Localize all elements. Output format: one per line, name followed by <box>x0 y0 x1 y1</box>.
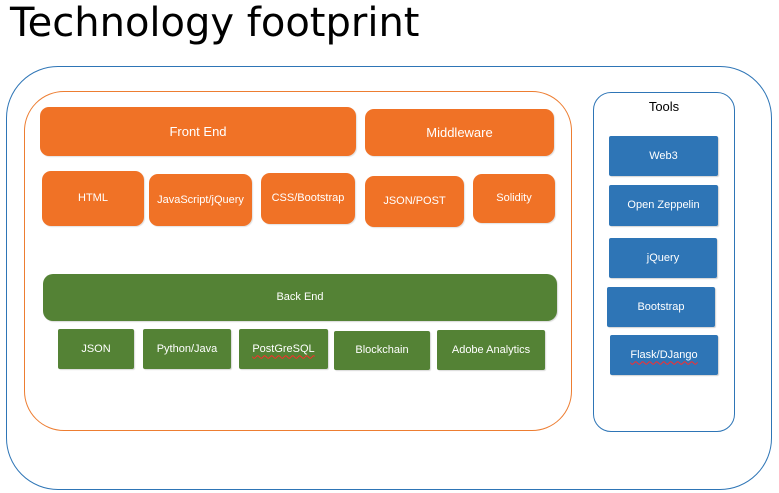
page-title: Technology footprint <box>10 0 420 46</box>
tools-panel <box>593 92 735 432</box>
tool-item-bootstrap: Bootstrap <box>607 287 715 327</box>
back-end-item-blockchain: Blockchain <box>334 331 430 370</box>
front-end-item-html: HTML <box>42 171 144 226</box>
tool-item-open-zeppelin: Open Zeppelin <box>609 185 718 226</box>
back-end-item-python-java: Python/Java <box>143 329 231 369</box>
back-end-header: Back End <box>43 274 557 321</box>
tool-item-web3: Web3 <box>609 136 718 176</box>
tool-item-flask-django: Flask/DJango <box>610 335 718 375</box>
middleware-item-solidity: Solidity <box>473 174 555 223</box>
front-end-header: Front End <box>40 107 356 156</box>
tool-item-jquery: jQuery <box>609 238 717 278</box>
back-end-item-adobe-analytics: Adobe Analytics <box>437 330 545 370</box>
front-end-item-css: CSS/Bootstrap <box>261 173 355 224</box>
stack-container <box>24 91 572 431</box>
technology-container <box>6 66 772 490</box>
back-end-item-postgresql-label: PostGreSQL <box>252 342 315 355</box>
middleware-item-json-post: JSON/POST <box>365 176 464 227</box>
tool-item-flask-django-label: Flask/DJango <box>630 348 698 361</box>
middleware-header: Middleware <box>365 109 554 156</box>
back-end-item-postgresql: PostGreSQL <box>239 329 328 369</box>
tools-title: Tools <box>648 99 680 114</box>
front-end-item-javascript: JavaScript/jQuery <box>149 174 252 226</box>
back-end-item-json: JSON <box>58 329 134 369</box>
